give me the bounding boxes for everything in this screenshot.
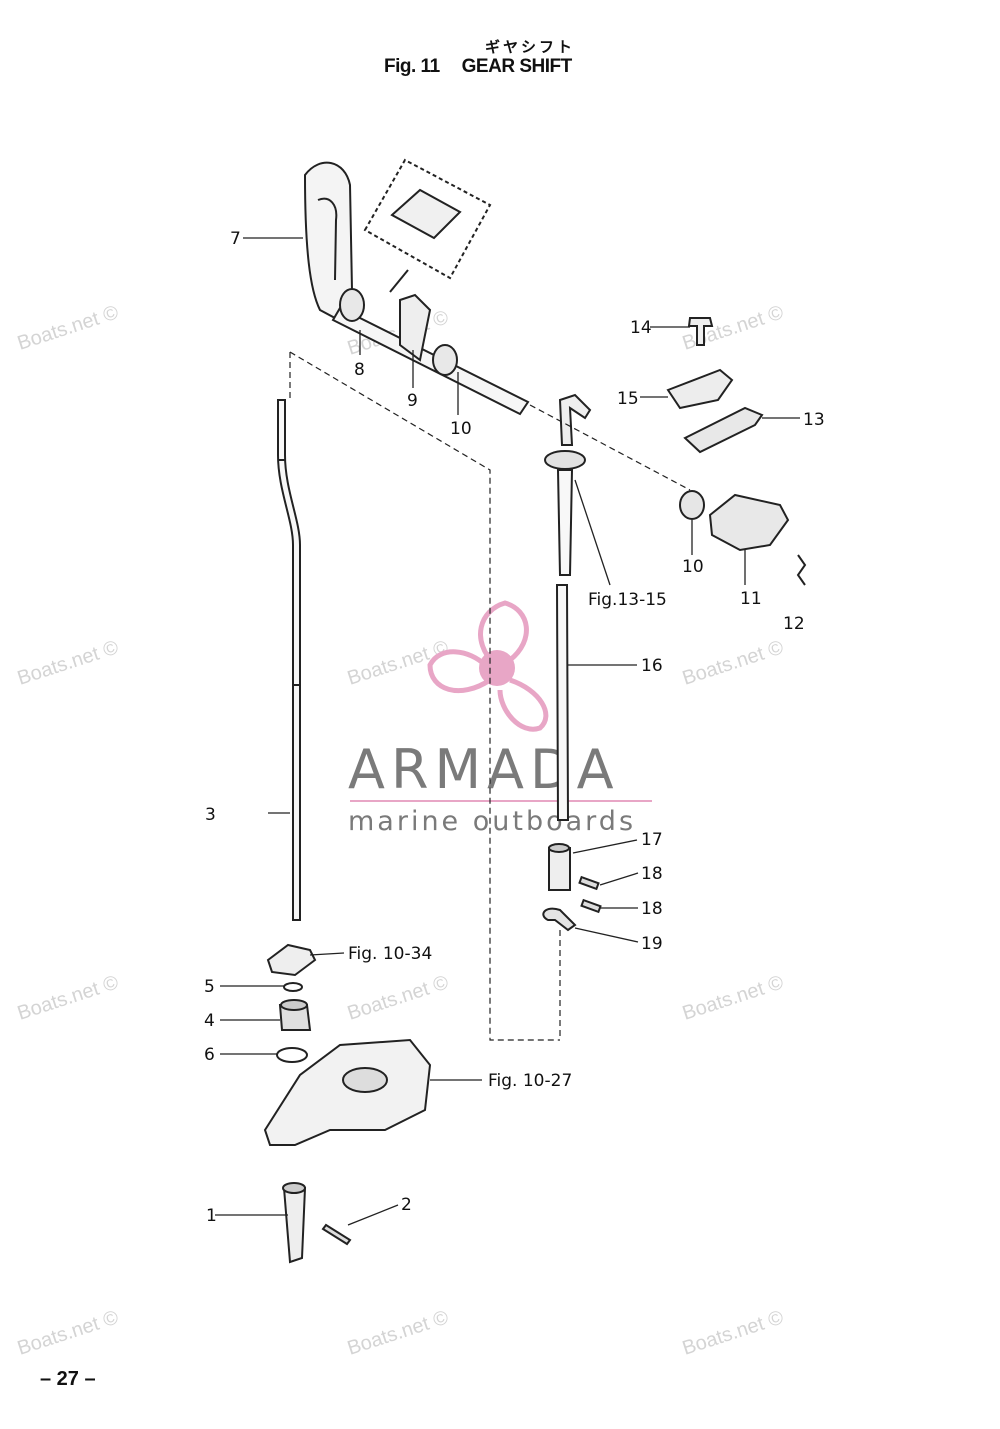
leader-lines [215, 237, 800, 1226]
callout-5: 5 [204, 977, 215, 997]
reference-fig-10-34: Fig. 10-34 [348, 944, 432, 964]
armada-logo: ARMADA marine outboards [348, 600, 652, 837]
callout-4: 4 [204, 1011, 215, 1031]
shift-shaft [331, 306, 530, 416]
pin-18a [578, 875, 600, 891]
o-ring-6 [276, 1047, 308, 1063]
plate-15 [666, 368, 734, 410]
callout-17: 17 [641, 830, 663, 850]
callout-18b: 18 [641, 899, 663, 919]
callout-18a: 18 [641, 864, 663, 884]
callout-9: 9 [407, 391, 418, 411]
callout-11: 11 [740, 589, 762, 609]
o-ring-5 [283, 982, 303, 992]
bolt [687, 317, 714, 346]
clip [542, 907, 577, 932]
cam [708, 493, 790, 552]
callout-6: 6 [204, 1045, 215, 1065]
spring-clip [796, 554, 807, 586]
callout-7: 7 [230, 229, 241, 249]
callout-13: 13 [803, 410, 825, 430]
callout-16: 16 [641, 656, 663, 676]
detail-inset [363, 158, 492, 280]
watermark-text: Boats.net © [680, 971, 787, 1024]
figure-name: GEAR SHIFT [461, 56, 573, 77]
callout-labels: 7 8 9 10 14 15 13 10 11 12 Fig.13-15 16 … [204, 229, 825, 1226]
watermark-text: Boats.net © [15, 301, 122, 354]
title-japanese: ギヤシフト [484, 39, 575, 56]
callout-2: 2 [401, 1195, 412, 1215]
watermark-text: Boats.net © [15, 636, 122, 689]
rod-16 [555, 584, 570, 821]
l-tube [558, 393, 592, 446]
brand-tagline: marine outboards [348, 806, 636, 837]
callout-1: 1 [206, 1206, 217, 1226]
figure-title: Fig. 11 GEAR SHIFT [384, 56, 594, 78]
brand-name: ARMADA [348, 738, 620, 801]
watermark-text: Boats.net © [680, 636, 787, 689]
watermark-text: Boats.net © [345, 1306, 452, 1359]
callout-8: 8 [354, 360, 365, 380]
pin-18b [580, 898, 602, 914]
lower-shift-rod [282, 1187, 307, 1264]
watermark-text: Boats.net © [15, 971, 122, 1024]
callout-10b: 10 [682, 557, 704, 577]
housing [263, 1038, 432, 1146]
parts-drawing [263, 158, 807, 1264]
watermark-text: Boats.net © [680, 301, 787, 354]
collar-10 [679, 490, 705, 520]
callout-19: 19 [641, 934, 663, 954]
watermark-text: Boats.net © [15, 1306, 122, 1359]
callout-15: 15 [617, 389, 639, 409]
watermark-text: Boats.net © [680, 1306, 787, 1359]
guide-line [289, 351, 560, 1041]
shift-rod [277, 399, 301, 921]
propeller-hub-icon [479, 650, 515, 686]
reference-fig-10-27: Fig. 10-27 [488, 1071, 572, 1091]
pin [321, 1223, 352, 1246]
callout-3: 3 [205, 805, 216, 825]
coupler [548, 847, 571, 891]
callout-14: 14 [630, 318, 652, 338]
bracket [683, 406, 764, 454]
plate [266, 943, 317, 977]
watermark-text: Boats.net © [345, 971, 452, 1024]
figure-number: Fig. 11 [384, 56, 440, 77]
callout-10: 10 [450, 419, 472, 439]
page-number: – 27 – [40, 1368, 96, 1390]
reference-fig-13-15: Fig.13-15 [588, 590, 667, 610]
callout-12: 12 [783, 614, 805, 634]
propeller-icon [427, 600, 549, 732]
